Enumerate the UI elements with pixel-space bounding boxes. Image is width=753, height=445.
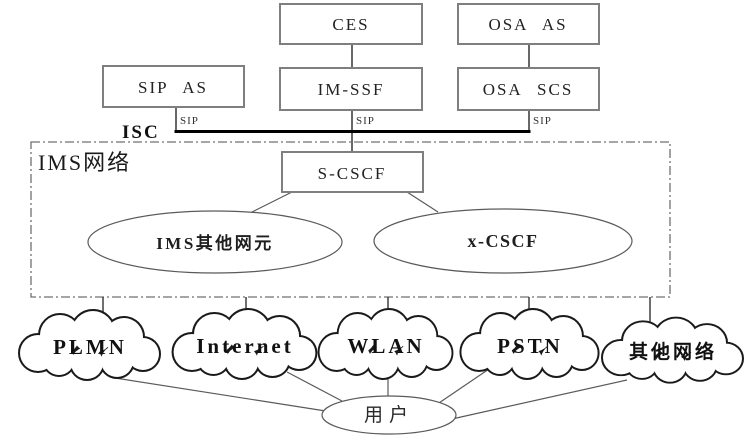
connector-scscf-imsother: [251, 191, 293, 213]
link-plmn-user: [114, 377, 333, 413]
ellipse-x-cscf: [373, 208, 633, 274]
connector-scscf-xcscf: [406, 191, 439, 213]
node-s-cscf-label: S-CSCF: [318, 164, 387, 183]
node-sip-as: [102, 65, 245, 108]
node-osa-scs-label: OSA SCS: [483, 80, 574, 99]
ellipse-user: [321, 395, 457, 435]
link-othernetwork-user: [451, 379, 628, 420]
cloud-plmn-label: PLMN: [53, 335, 127, 359]
ims-network-boundary: [30, 141, 671, 298]
ellipse-x-cscf-label: x-CSCF: [468, 231, 539, 251]
isc-label: ISC: [122, 122, 160, 143]
cloud-wlan-label: WLAN: [347, 334, 424, 358]
sip-label-sipas: SIP: [180, 115, 199, 127]
node-s-cscf: [281, 151, 424, 193]
node-osa-scs: [457, 67, 600, 111]
node-osa-as: [457, 3, 600, 45]
ellipse-user-label: 用户: [364, 404, 414, 426]
node-im-ssf-label: IM-SSF: [318, 80, 385, 99]
cloud-internet-label: Internet: [196, 334, 293, 358]
sip-label-imssf: SIP: [356, 115, 375, 127]
link-internet-user: [286, 371, 343, 402]
ellipse-ims-other-elements: [87, 210, 343, 274]
sip-label-osascs: SIP: [533, 115, 552, 127]
cloud-other-network-label: 其他网络: [629, 340, 717, 363]
node-osa-as-label: OSA AS: [488, 15, 567, 34]
ims-network-label: IMS网络: [38, 150, 131, 175]
node-sip-as-label: SIP AS: [138, 78, 208, 97]
link-pstn-user: [435, 368, 490, 406]
node-ces-label: CES: [332, 15, 369, 34]
ellipse-ims-other-label: IMS其他网元: [156, 233, 274, 253]
node-ces: [279, 3, 423, 45]
cloud-pstn-label: PSTN: [497, 334, 563, 358]
node-im-ssf: [279, 67, 423, 111]
